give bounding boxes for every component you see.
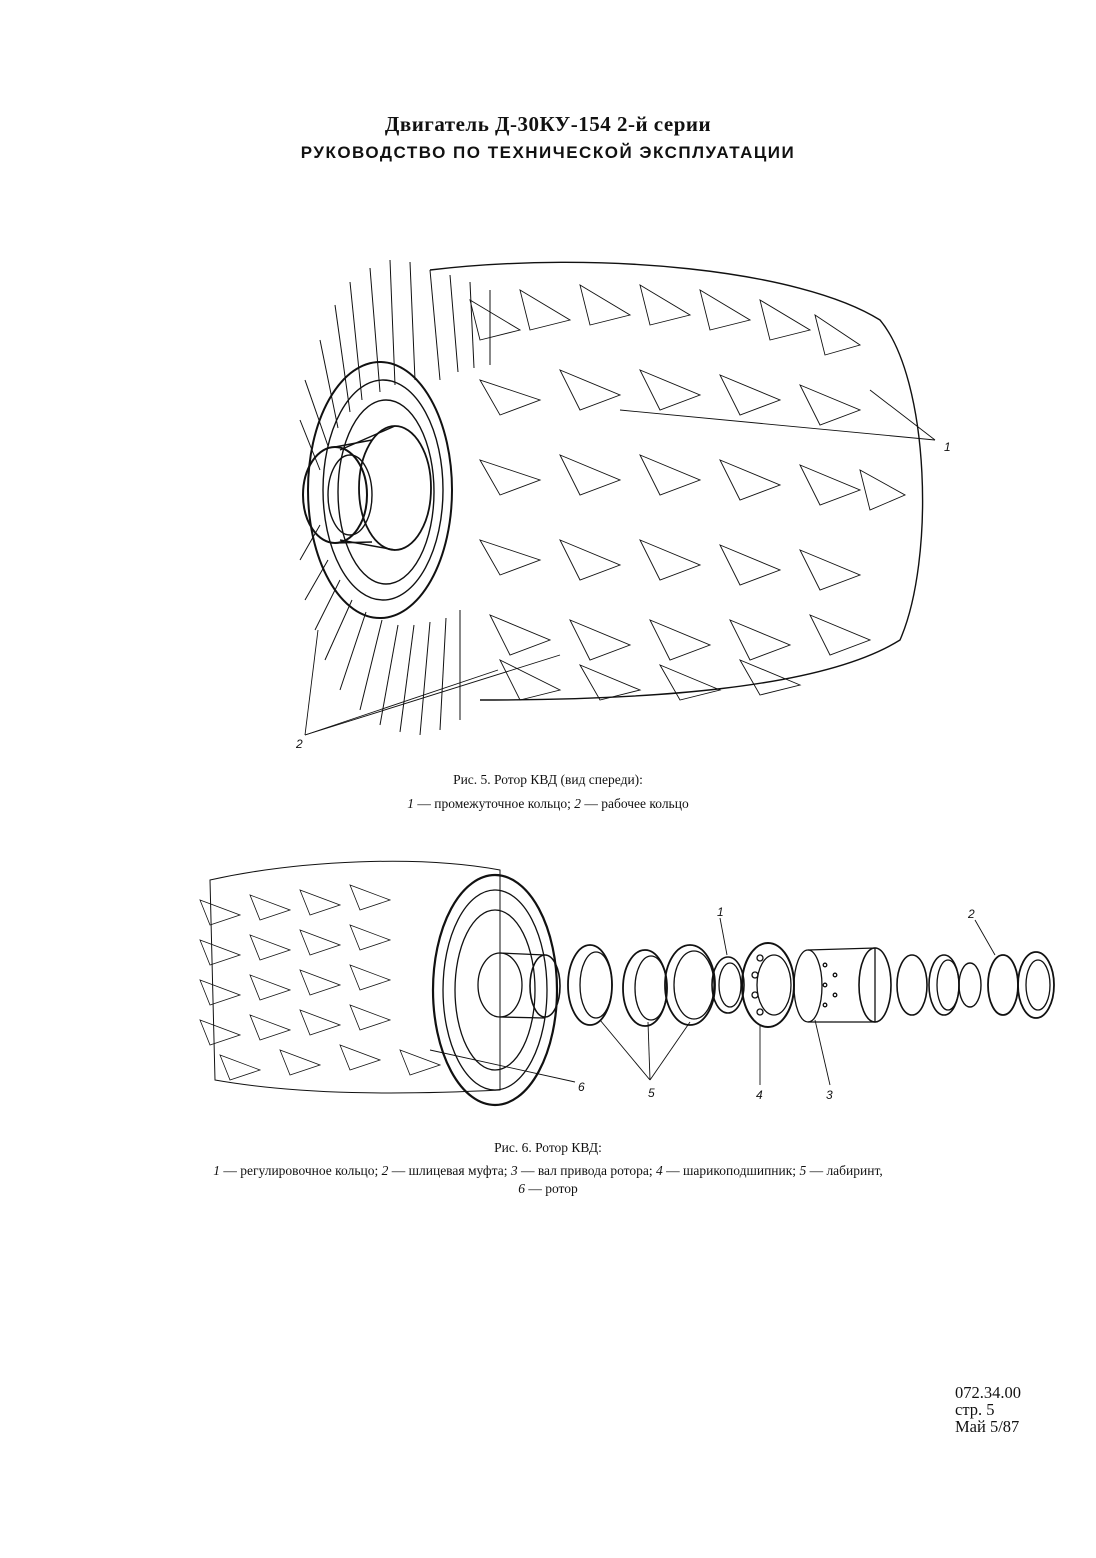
fig6-callout-1: 1 bbox=[717, 905, 724, 919]
fig6-callout-4: 4 bbox=[756, 1088, 763, 1102]
fig6-callout-6: 6 bbox=[578, 1080, 585, 1094]
legend-num: 2 bbox=[381, 1163, 389, 1178]
legend-text: — ротор bbox=[524, 1181, 578, 1196]
legend-num: 1 bbox=[407, 796, 415, 811]
figure-6-caption: Рис. 6. Ротор КВД: bbox=[494, 1140, 602, 1155]
legend-num: 4 bbox=[656, 1163, 663, 1178]
document-subtitle: РУКОВОДСТВО ПО ТЕХНИЧЕСКОЙ ЭКСПЛУАТАЦИИ bbox=[300, 143, 796, 162]
page-number: стр. 5 bbox=[955, 1400, 995, 1419]
legend-text: — промежуточное кольцо; bbox=[414, 796, 575, 811]
figure-6-legend-line1: 1 — регулировочное кольцо; 2 — шлицевая … bbox=[0, 1163, 1096, 1179]
legend-text: — шлицевая муфта; bbox=[388, 1163, 511, 1178]
fig6-callout-3: 3 bbox=[826, 1088, 833, 1102]
legend-num: 3 bbox=[510, 1163, 518, 1178]
figure-6-legend-line2: 6 — ротор bbox=[0, 1181, 1096, 1197]
legend-text: — лабиринт, bbox=[806, 1163, 883, 1178]
fig6-callout-5: 5 bbox=[648, 1086, 655, 1100]
doc-number: 072.34.00 bbox=[955, 1383, 1021, 1402]
fig6-callout-2: 2 bbox=[968, 907, 975, 921]
legend-num: 5 bbox=[799, 1163, 807, 1178]
fig5-callout-1: 1 bbox=[944, 440, 951, 454]
legend-num: 2 bbox=[574, 796, 581, 811]
fig5-callout-2: 2 bbox=[296, 737, 303, 751]
legend-text: — шарикоподшипник; bbox=[662, 1163, 800, 1178]
page-footer: 072.34.00 стр. 5 Май 5/87 bbox=[955, 1384, 1021, 1435]
document-title: Двигатель Д-30КУ-154 2-й серии bbox=[384, 112, 712, 136]
legend-num: 1 bbox=[213, 1163, 221, 1178]
figure-5-legend: 1 — промежуточное кольцо; 2 — рабочее ко… bbox=[0, 796, 1096, 812]
figure-5-caption: Рис. 5. Ротор КВД (вид спереди): bbox=[453, 772, 643, 787]
revision-date: Май 5/87 bbox=[955, 1417, 1020, 1436]
legend-num: 6 bbox=[518, 1181, 525, 1196]
legend-text: — регулировочное кольцо; bbox=[220, 1163, 382, 1178]
legend-text: — вал привода ротора; bbox=[517, 1163, 657, 1178]
legend-text: — рабочее кольцо bbox=[580, 796, 689, 811]
